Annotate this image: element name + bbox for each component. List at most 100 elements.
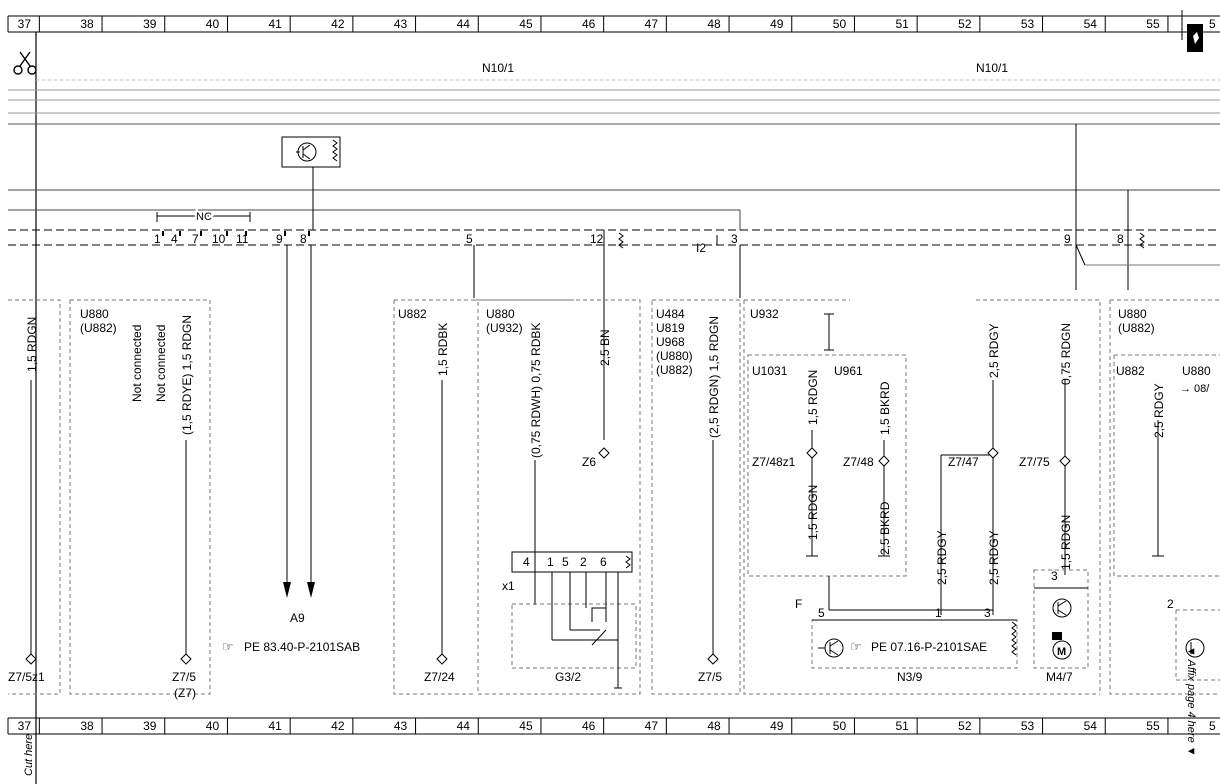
ruler-column-label: 50 xyxy=(833,17,847,31)
wire-label: 2,5 BN xyxy=(598,329,612,366)
ruler-column-label: 53 xyxy=(1021,719,1035,733)
module-label: N10/1 xyxy=(976,61,1008,75)
variant-label: U932 xyxy=(750,307,779,321)
ruler-column-label: 49 xyxy=(770,17,784,31)
transistor-icon xyxy=(1185,638,1205,658)
wire-label: 1,5 RDGN xyxy=(1059,515,1073,570)
splice-label: (Z7) xyxy=(174,686,196,700)
pin: 5 xyxy=(818,606,825,620)
bus-lines xyxy=(8,79,1220,246)
ruler-column-label: 54 xyxy=(1084,719,1098,733)
ruler-column-label: 52 xyxy=(958,17,972,31)
pin: 4 xyxy=(523,555,530,569)
ruler-column-label: 41 xyxy=(268,719,282,733)
affix-note: ▼ Affix page 4 here ▼ xyxy=(1185,646,1197,757)
ruler-column-label: 50 xyxy=(833,719,847,733)
cut-here-note: Cut here xyxy=(23,734,35,776)
pin: 4 xyxy=(171,232,178,246)
wire-label: 2,5 RDGY xyxy=(935,530,949,585)
ruler-column-label: 55 xyxy=(1146,719,1160,733)
pin: 6 xyxy=(600,555,607,569)
g3-2-component xyxy=(511,551,637,689)
pin: 8 xyxy=(1117,232,1124,246)
variant-frames xyxy=(8,299,1220,695)
ruler-column-label: 43 xyxy=(394,17,408,31)
wire-label: 1,5 RDGN xyxy=(25,317,39,372)
splice-label: Z7/5 xyxy=(172,670,196,684)
ruler-column-label: 5 xyxy=(1209,719,1216,733)
ruler-column-label: 53 xyxy=(1021,17,1035,31)
wire-label: 1,5 RDGN xyxy=(806,485,820,540)
wire-label: 1,5 RDGN xyxy=(806,370,820,425)
splice-label: Z7/48 xyxy=(843,455,874,469)
variant-label: → 08/ xyxy=(1180,383,1210,395)
pointing-hand-icon: ☞ xyxy=(222,639,234,654)
connector-pins: 1 4 7 10 11 9 8 5 12 3 9 8 I2 xyxy=(154,232,1124,255)
pin: 3 xyxy=(984,606,991,620)
variant-label: U882 xyxy=(1116,364,1145,378)
ruler-labels: 3737383839394040414142424343444445454646… xyxy=(18,17,1216,733)
ruler-column-label: 46 xyxy=(582,719,596,733)
ruler-column-label: 39 xyxy=(143,17,157,31)
wire-label: 2,5 RDGY xyxy=(987,323,1001,378)
pin: 5 xyxy=(466,232,473,246)
pin: 1 xyxy=(154,232,161,246)
pin: 3 xyxy=(731,232,738,246)
ruler-column-label: 52 xyxy=(958,719,972,733)
pin: 3 xyxy=(1051,569,1058,583)
variant-label: U882 xyxy=(398,307,427,321)
splice-label: Z6 xyxy=(582,455,596,469)
m4-7-component xyxy=(1033,569,1089,669)
pin: 5 xyxy=(562,555,569,569)
component-label: M4/7 xyxy=(1046,670,1073,684)
splice-label: Z7/5 xyxy=(698,670,722,684)
nc-label: NC xyxy=(196,211,212,223)
ruler-column-label: 37 xyxy=(18,719,32,733)
ruler-column-label: 37 xyxy=(18,17,32,31)
wire-label: 0,75 RDGN xyxy=(1059,323,1073,385)
pin: 9 xyxy=(1064,232,1071,246)
ruler-column-label: 51 xyxy=(895,719,909,733)
ruler-column-label: 46 xyxy=(582,17,596,31)
transistor-icon xyxy=(281,136,341,230)
splice-points xyxy=(25,447,1071,665)
pin: 10 xyxy=(212,232,226,246)
pin: 7 xyxy=(192,232,199,246)
ruler-column-label: 38 xyxy=(80,719,94,733)
ruler-column-label: 47 xyxy=(645,719,659,733)
pin: 2 xyxy=(1167,597,1174,611)
wire-label: Not connected xyxy=(154,325,168,402)
variant-label: U880(U882) xyxy=(1118,307,1155,335)
ruler-column-label: 48 xyxy=(707,17,721,31)
wire-label: (1,5 RDYE) 1,5 RDGN xyxy=(180,315,194,435)
ruler-column-label: 44 xyxy=(457,719,471,733)
ruler-column-label: 48 xyxy=(707,719,721,733)
splice-label: Z7/24 xyxy=(424,670,455,684)
variant-label: U880(U932) xyxy=(486,307,523,335)
reference-label: PE 83.40-P-2101SAB xyxy=(244,640,360,654)
pointing-hand-icon: ☞ xyxy=(850,639,862,654)
pin: 9 xyxy=(276,232,283,246)
splice-label: Z7/5z1 xyxy=(8,670,45,684)
variant-label: U961 xyxy=(834,364,863,378)
variant-label: U880 xyxy=(1182,364,1211,378)
wire-label: (2,5 RDGN) 1,5 RDGN xyxy=(707,316,721,438)
component-label: N3/9 xyxy=(897,670,923,684)
wire-label: 2,5 RDGY xyxy=(1152,383,1166,438)
ruler-column-label: 40 xyxy=(206,719,220,733)
n3-9-component xyxy=(811,619,1018,669)
ruler-column-label: 39 xyxy=(143,719,157,733)
splice-label: Z7/48z1 xyxy=(752,455,796,469)
component-label: x1 xyxy=(502,579,515,593)
bottom-ruler xyxy=(7,717,1220,735)
ruler-column-label: 55 xyxy=(1146,17,1160,31)
module-label: N10/1 xyxy=(482,61,514,75)
wire-label: 1,5 BKRD xyxy=(878,381,892,435)
pin: 12 xyxy=(590,232,604,246)
variant-label: U1031 xyxy=(752,364,788,378)
pin: 1 xyxy=(547,555,554,569)
ruler-column-label: 40 xyxy=(206,17,220,31)
ruler-column-label: 38 xyxy=(80,17,94,31)
